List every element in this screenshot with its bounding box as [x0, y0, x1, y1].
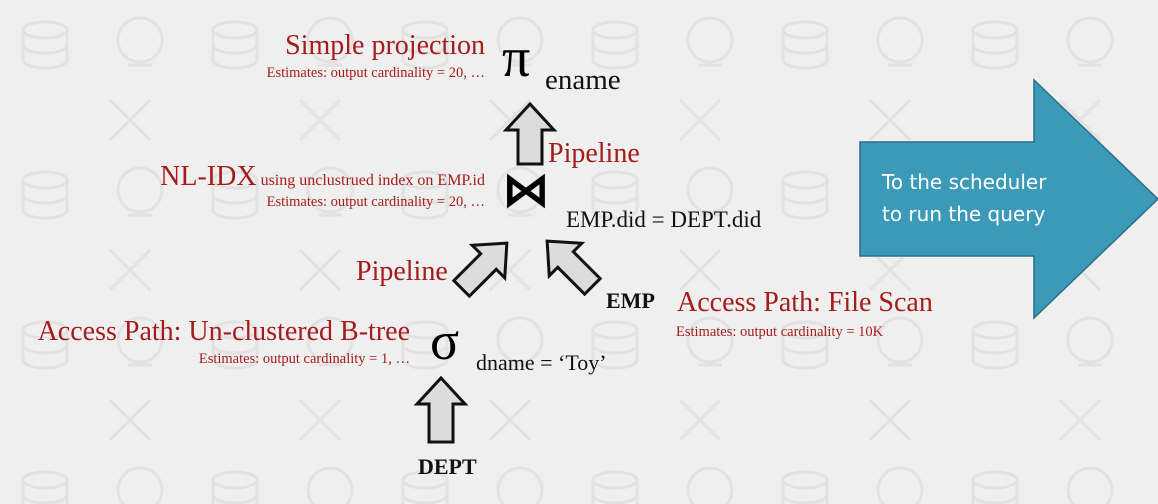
- arrow-dept-to-selection: [413, 375, 469, 444]
- callout-line-2: to run the query: [882, 202, 1046, 226]
- emp-access-path: Access Path: File Scan: [677, 287, 933, 318]
- projection-symbol: π: [502, 27, 531, 89]
- selection-symbol: σ: [430, 311, 460, 371]
- dept-access-path: Access Path: Un-clustered B-tree: [37, 316, 410, 347]
- arrow-emp-to-join: [545, 239, 603, 297]
- scheduler-callout-arrow: [859, 78, 1158, 320]
- arrow-join-to-projection: [502, 101, 558, 166]
- callout-line-1: To the scheduler: [882, 170, 1047, 194]
- scheduler-callout-text: To the scheduler to run the query: [882, 166, 1122, 230]
- emp-estimate: Estimates: output cardinality = 10K: [676, 324, 884, 340]
- dept-relation: DEPT: [418, 454, 477, 479]
- arrow-selection-to-join: [451, 241, 509, 299]
- join-condition: EMP.did = DEPT.did: [566, 207, 762, 232]
- join-estimate: Estimates: output cardinality = 20, …: [266, 194, 485, 210]
- join-annotation: NL-IDX using unclustrued index on EMP.id: [160, 163, 485, 191]
- selection-subscript: dname = ‘Toy’: [476, 350, 607, 375]
- join-detail: using unclustrued index on EMP.id: [260, 172, 485, 189]
- pipeline-label-top: Pipeline: [548, 138, 640, 169]
- projection-subscript: ename: [545, 64, 621, 96]
- projection-title: Simple projection: [285, 30, 485, 61]
- join-symbol: ⋈: [502, 162, 550, 218]
- pipeline-label-left: Pipeline: [356, 256, 448, 287]
- dept-estimate: Estimates: output cardinality = 1, …: [198, 351, 410, 367]
- join-title: NL-IDX: [160, 161, 257, 192]
- emp-relation: EMP: [606, 288, 655, 313]
- projection-estimate: Estimates: output cardinality = 20, …: [266, 65, 485, 81]
